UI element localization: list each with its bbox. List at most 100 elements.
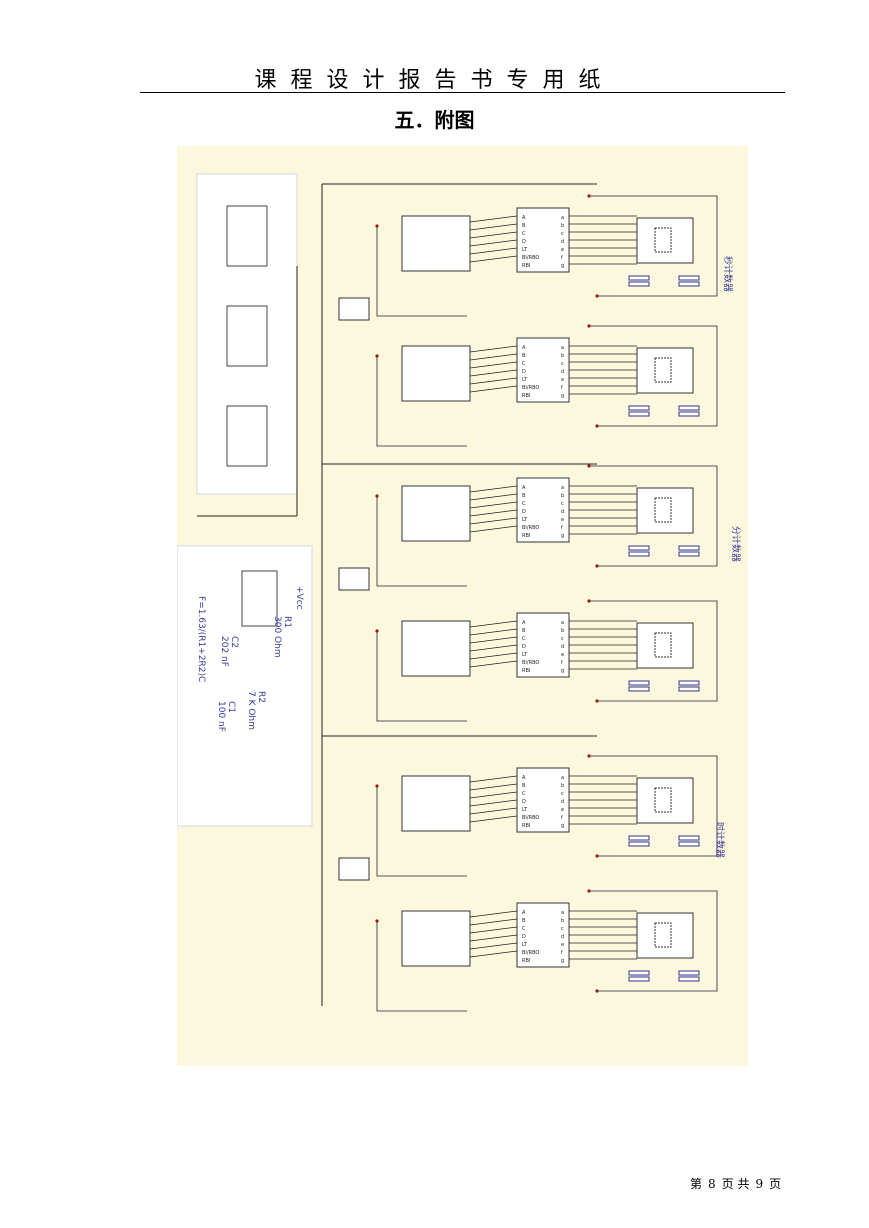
resistor [628, 680, 650, 686]
junction-dot [595, 564, 599, 568]
footer-mid: 页 共 [721, 1177, 750, 1191]
r1-value: 300 Ohm [272, 616, 282, 658]
junction-dot [587, 754, 591, 758]
decoder-chip [516, 767, 570, 833]
c1-value: 100 nF [216, 701, 226, 732]
counter-chip [401, 215, 471, 272]
junction-dot [595, 294, 599, 298]
nand-gate [338, 567, 370, 591]
seven-segment-display [636, 217, 694, 264]
junction-dot [595, 989, 599, 993]
resistor [628, 551, 650, 557]
nand-gate [338, 857, 370, 881]
resistor [628, 275, 650, 281]
junction-dot [375, 919, 379, 923]
resistor [678, 976, 700, 982]
seven-segment-display [636, 487, 694, 534]
counter-chip [401, 485, 471, 542]
footer-suffix: 页 [769, 1177, 782, 1191]
seconds-counter-label: 秒计数器 [722, 256, 734, 292]
section-title: 五．附图 [394, 108, 475, 132]
seven-segment-display [636, 777, 694, 824]
seven-segment-display [636, 347, 694, 394]
resistor [628, 970, 650, 976]
junction-dot [587, 599, 591, 603]
footer-prefix: 第 [690, 1177, 703, 1191]
resistor [678, 275, 700, 281]
c2-value: 202 nF [219, 636, 229, 667]
resistor [678, 686, 700, 692]
junction-dot [587, 464, 591, 468]
frequency-formula: F=1.63/(R1+2R2)C [196, 596, 206, 682]
resistor [628, 411, 650, 417]
resistor [628, 545, 650, 551]
resistor [678, 411, 700, 417]
junction-dot [587, 324, 591, 328]
junction-dot [595, 699, 599, 703]
counter-chip [401, 910, 471, 967]
resistor [678, 281, 700, 287]
junction-dot [595, 424, 599, 428]
decoder-chip [516, 477, 570, 543]
footer-total-pages: 9 [755, 1177, 764, 1191]
nand-gate [338, 297, 370, 321]
counter-chip [401, 345, 471, 402]
junction-dot [375, 224, 379, 228]
resistor [678, 545, 700, 551]
resistor [628, 686, 650, 692]
resistor [628, 835, 650, 841]
r2-value: 7 K Ohm [246, 691, 256, 730]
resistor [678, 970, 700, 976]
seven-segment-display [636, 912, 694, 959]
page-header-title: 课程设计报告书专用纸 [254, 68, 615, 93]
decoder-chip [516, 612, 570, 678]
c2-label: C2 [229, 636, 239, 648]
resistor [628, 405, 650, 411]
resistor [628, 281, 650, 287]
resistor [678, 680, 700, 686]
junction-dot [375, 354, 379, 358]
r2-label: R2 [256, 691, 266, 703]
seven-segment-display [636, 622, 694, 669]
vcc-label: +Vcc [294, 586, 304, 610]
junction-dot [587, 889, 591, 893]
junction-dot [375, 629, 379, 633]
header-divider [140, 92, 785, 93]
counter-chip [401, 775, 471, 832]
resistor [678, 551, 700, 557]
footer-current-page: 8 [708, 1177, 716, 1191]
minutes-counter-label: 分计数器 [730, 526, 742, 562]
junction-dot [587, 194, 591, 198]
resistor [678, 405, 700, 411]
junction-dot [375, 784, 379, 788]
resistor [678, 841, 700, 847]
c1-label: C1 [226, 701, 236, 713]
counter-chip [401, 620, 471, 677]
resistor [678, 835, 700, 841]
resistor [628, 841, 650, 847]
r1-label: R1 [282, 616, 292, 628]
junction-dot [595, 854, 599, 858]
